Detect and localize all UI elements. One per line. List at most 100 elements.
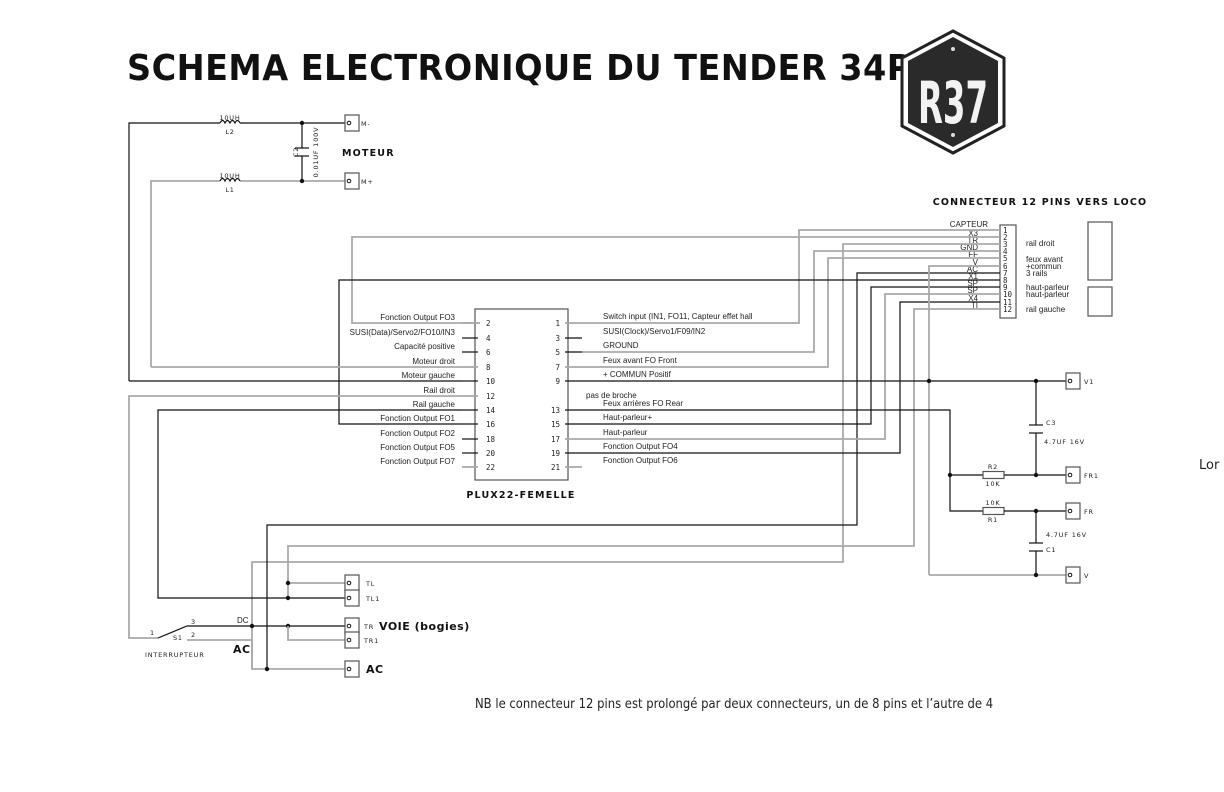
pin-signal: X1 <box>968 272 978 281</box>
pin-number: 6 <box>1003 262 1008 271</box>
wire <box>150 180 220 367</box>
wire <box>582 293 1000 440</box>
label: L1 <box>225 186 234 194</box>
label: R1 <box>988 516 998 524</box>
label: DC <box>237 616 249 625</box>
pin-number: 3 <box>1003 240 1008 249</box>
label: M- <box>361 120 371 128</box>
junction-dot <box>299 178 305 184</box>
pin-signal: TR <box>967 236 978 245</box>
ac-terminal-label: AC <box>366 663 384 676</box>
pin-number: 5 <box>555 348 560 357</box>
pin-label: Fonction Output FO7 <box>380 457 455 466</box>
pin-number: 2 <box>1003 233 1008 242</box>
label: 10UH <box>219 172 240 180</box>
label: M+ <box>361 178 374 186</box>
label: FR1 <box>1084 472 1099 480</box>
resistor-r1 <box>982 506 1005 516</box>
wire <box>157 625 345 639</box>
moteur-label: MOTEUR <box>342 148 395 159</box>
pin-note: haut-parleur <box>1026 283 1069 292</box>
pin-note: haut-parleur <box>1026 290 1069 299</box>
pin-number: 12 <box>486 392 495 401</box>
c2-label: C2 <box>292 147 300 157</box>
pin-number: 22 <box>486 463 495 472</box>
junction-dot <box>1033 472 1039 478</box>
pin-signal: SP <box>967 279 978 288</box>
terminal-pin-icon <box>346 623 352 629</box>
pin-label: Fonction Output FO4 <box>603 442 678 451</box>
pin-number: 1 <box>555 319 560 328</box>
page-title: SCHEMA ELECTRONIQUE DU TENDER 34P <box>127 48 912 89</box>
footnote: NB le connecteur 12 pins est prolongé pa… <box>475 696 994 712</box>
wire <box>287 626 345 641</box>
pin-label: Feux arrières FO Rear <box>603 399 683 408</box>
wire <box>157 409 462 599</box>
wire <box>128 395 462 639</box>
terminal-pin-icon <box>346 178 352 184</box>
pin-label: Fonction Output FO1 <box>380 414 455 423</box>
pin-label: + COMMUN Positif <box>603 370 672 379</box>
pin-number: 11 <box>1003 298 1012 307</box>
pin-number: 12 <box>1003 305 1012 314</box>
terminal-pin-icon <box>1067 472 1073 478</box>
pin-number: 1 <box>1003 226 1008 235</box>
label: C1 <box>1046 546 1056 554</box>
pin-signal: V <box>973 258 979 267</box>
switch-label: INTERRUPTEUR <box>145 651 205 659</box>
pin-note: 3 rails <box>1026 269 1047 278</box>
pin-number: 19 <box>551 449 560 458</box>
pin-label: Haut-parleur+ <box>603 413 652 422</box>
terminal-tl1 <box>344 589 360 607</box>
label: TL <box>365 580 375 588</box>
terminal-tr1 <box>344 631 360 649</box>
connector-4-pins <box>1087 286 1113 317</box>
junction-dot <box>1033 572 1039 578</box>
terminal-pin-icon <box>346 120 352 126</box>
resistor-r2 <box>982 470 1005 480</box>
label: R2 <box>988 463 998 471</box>
pin-number: 3 <box>555 334 560 343</box>
terminal-pin-icon <box>346 595 352 601</box>
pin-number: 13 <box>551 406 560 415</box>
pin-signal: TI <box>971 301 978 310</box>
terminal-pin-icon <box>1067 572 1073 578</box>
pin-label: Rail gauche <box>413 400 456 409</box>
pin-number: 4 <box>1003 247 1008 256</box>
label: 2 <box>191 631 196 639</box>
junction-dot <box>1033 508 1039 514</box>
junction-dot <box>264 666 270 672</box>
terminal-v1 <box>1065 372 1081 390</box>
c2-value: 0.01UF 100V <box>312 127 320 178</box>
label: 10K <box>986 480 1001 488</box>
junction-dot <box>299 120 305 126</box>
pin-signal: FF <box>968 250 978 259</box>
label: 4.7UF 16V <box>1044 438 1085 446</box>
wire <box>582 229 1000 324</box>
pin-label: Switch input (IN1, FO11, Capteur effet h… <box>603 312 753 321</box>
pin-label: Fonction Output FO5 <box>380 443 455 452</box>
pin-signal: X4 <box>968 294 978 303</box>
pin-number: 5 <box>1003 254 1008 263</box>
pin-note: feux avant <box>1026 255 1064 264</box>
junction-dot <box>285 595 291 601</box>
pin-number: 7 <box>1003 269 1008 278</box>
voie-label: VOIE (bogies) <box>379 620 470 633</box>
label: 10UH <box>219 114 240 122</box>
label: TR <box>363 623 374 631</box>
pin-number: 2 <box>486 319 491 328</box>
pin-note: rail gauche <box>1026 305 1066 314</box>
junction-dot <box>285 580 291 586</box>
label: 3 <box>191 618 196 626</box>
pin-label: Moteur droit <box>412 357 455 366</box>
pin-number: 6 <box>486 348 491 357</box>
terminal-pin-icon <box>346 666 352 672</box>
connector-12-pins <box>999 224 1017 319</box>
plux22-connector <box>474 308 569 481</box>
ac-label: AC <box>233 643 251 656</box>
wire <box>582 286 1000 425</box>
pin-signal: SP <box>967 286 978 295</box>
wire <box>582 250 1000 353</box>
pin-label: Capacité positive <box>394 342 455 351</box>
